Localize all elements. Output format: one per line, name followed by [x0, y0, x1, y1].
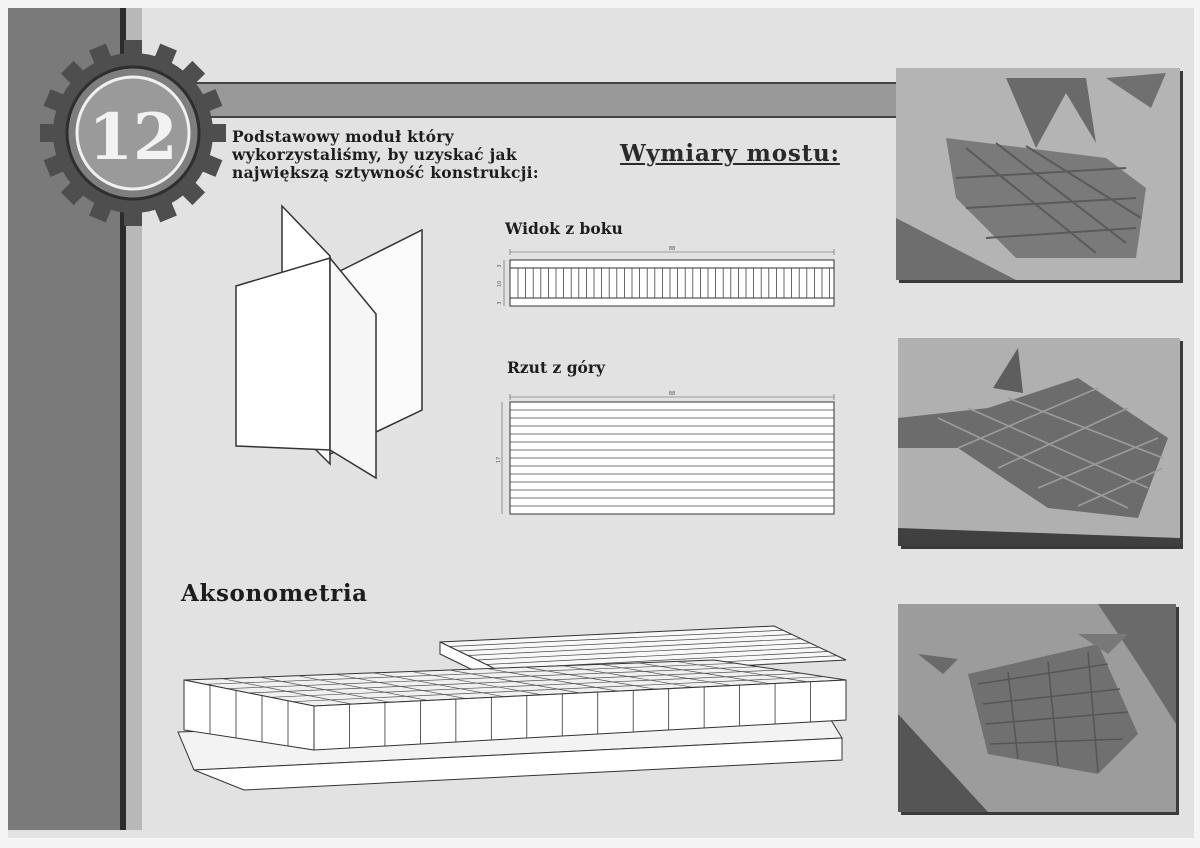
top-view-drawing: 88 17 [496, 391, 835, 515]
intro-text: Podstawowy moduł który wykorzystaliśmy, … [232, 128, 562, 182]
axonometry-title: Aksonometria [181, 580, 368, 607]
side-height-bottom-label: 3 [497, 301, 503, 304]
top-view-title: Rzut z góry [507, 358, 606, 377]
badge-number: 12 [88, 100, 177, 175]
side-view-drawing: 88 3 10 3 [497, 246, 835, 307]
top-length-label: 88 [669, 391, 675, 397]
dimensions-title: Wymiary mostu: [620, 140, 840, 167]
header-band [190, 82, 902, 118]
side-height-top-label: 3 [497, 264, 503, 267]
intro-line: Podstawowy moduł który [232, 127, 454, 146]
sidebar-divider-line [120, 8, 126, 830]
top-width-label: 17 [496, 457, 502, 463]
photo-model-top-3 [898, 604, 1176, 812]
side-height-mid-label: 10 [497, 281, 503, 287]
module-cross-drawing [235, 204, 423, 480]
photo-model-top-1 [896, 68, 1180, 280]
intro-line: wykorzystaliśmy, by uzyskać jak [232, 145, 517, 164]
photo-model-top-2 [898, 338, 1180, 546]
side-length-label: 88 [669, 246, 675, 252]
axonometry-drawing [177, 625, 847, 791]
gear-badge-icon: 12 [40, 40, 226, 226]
intro-line: największą sztywność konstrukcji: [232, 163, 539, 182]
side-view-title: Widok z boku [505, 219, 623, 238]
